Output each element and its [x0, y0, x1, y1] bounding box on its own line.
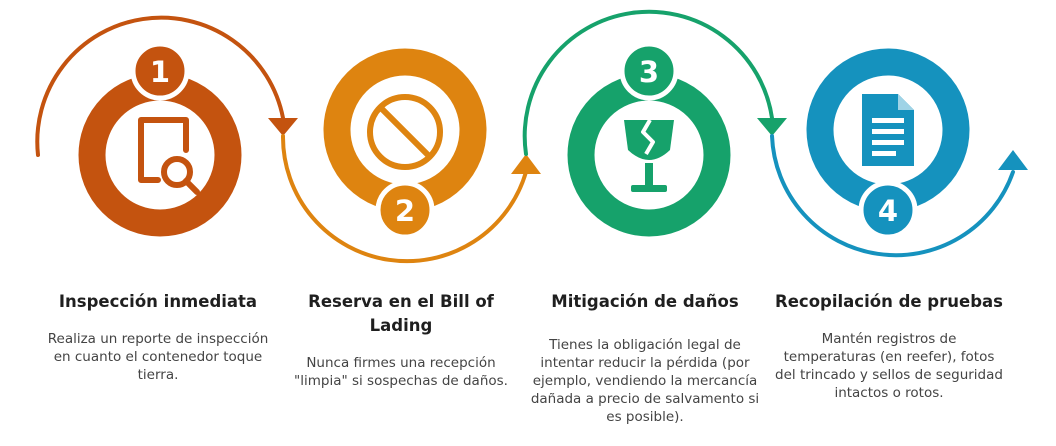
step-3-number-badge: [619, 41, 679, 101]
step-1-connector-arc: [35, 15, 285, 157]
step-2-graphic: 2: [280, 48, 541, 264]
step-4-text: Recopilación de pruebas Mantén registros…: [774, 290, 1004, 402]
step-4-description: Mantén registros de temperaturas (en ree…: [775, 331, 1003, 401]
step-3-connector-arrow-icon: [757, 118, 787, 136]
step-2-text: Reserva en el Bill of Lading Nunca firme…: [286, 290, 516, 390]
step-2-description: Nunca firmes una recepción "limpia" si s…: [294, 355, 508, 389]
step-3-connector-arc: [522, 9, 774, 156]
step-4-number-badge: [858, 180, 918, 240]
step-1-description: Realiza un reporte de inspección en cuan…: [47, 331, 269, 383]
step-2-title: Reserva en el Bill of Lading: [308, 292, 494, 335]
document-icon: [862, 94, 914, 166]
step-1-title: Inspección inmediata: [58, 292, 258, 311]
step-1-connector-arrow-icon: [268, 118, 298, 136]
step-2-number-badge: [375, 180, 435, 240]
step-4-connector-arrow-icon: [998, 150, 1028, 170]
step-3-description: Tienes la obligación legal de intentar r…: [530, 337, 760, 425]
step-4-title: Recopilación de pruebas: [775, 292, 1003, 311]
step-2-number: 2: [395, 194, 415, 228]
step-4-graphic: 4: [770, 48, 1028, 258]
step-2-connector-arc: [280, 134, 528, 264]
step-1-graphic: 1: [35, 15, 298, 237]
step-3-number: 3: [639, 55, 659, 89]
step-1-text: Inspección inmediata Realiza un reporte …: [43, 290, 273, 384]
document-search-icon: [138, 117, 200, 195]
step-4-number: 4: [878, 194, 898, 228]
step-3-text: Mitigación de daños Tienes la obligación…: [530, 290, 760, 426]
step-1-number: 1: [150, 55, 170, 89]
step-1-number-badge: [130, 41, 190, 101]
step-2-connector-arrow-icon: [511, 154, 541, 174]
prohibited-icon: [367, 94, 443, 170]
step-4-connector-arc: [770, 134, 1015, 258]
step-1-ring: [78, 73, 242, 237]
step-3-title: Mitigación de daños: [551, 292, 739, 311]
broken-glass-icon: [624, 118, 674, 192]
step-3-graphic: 3: [522, 9, 787, 237]
